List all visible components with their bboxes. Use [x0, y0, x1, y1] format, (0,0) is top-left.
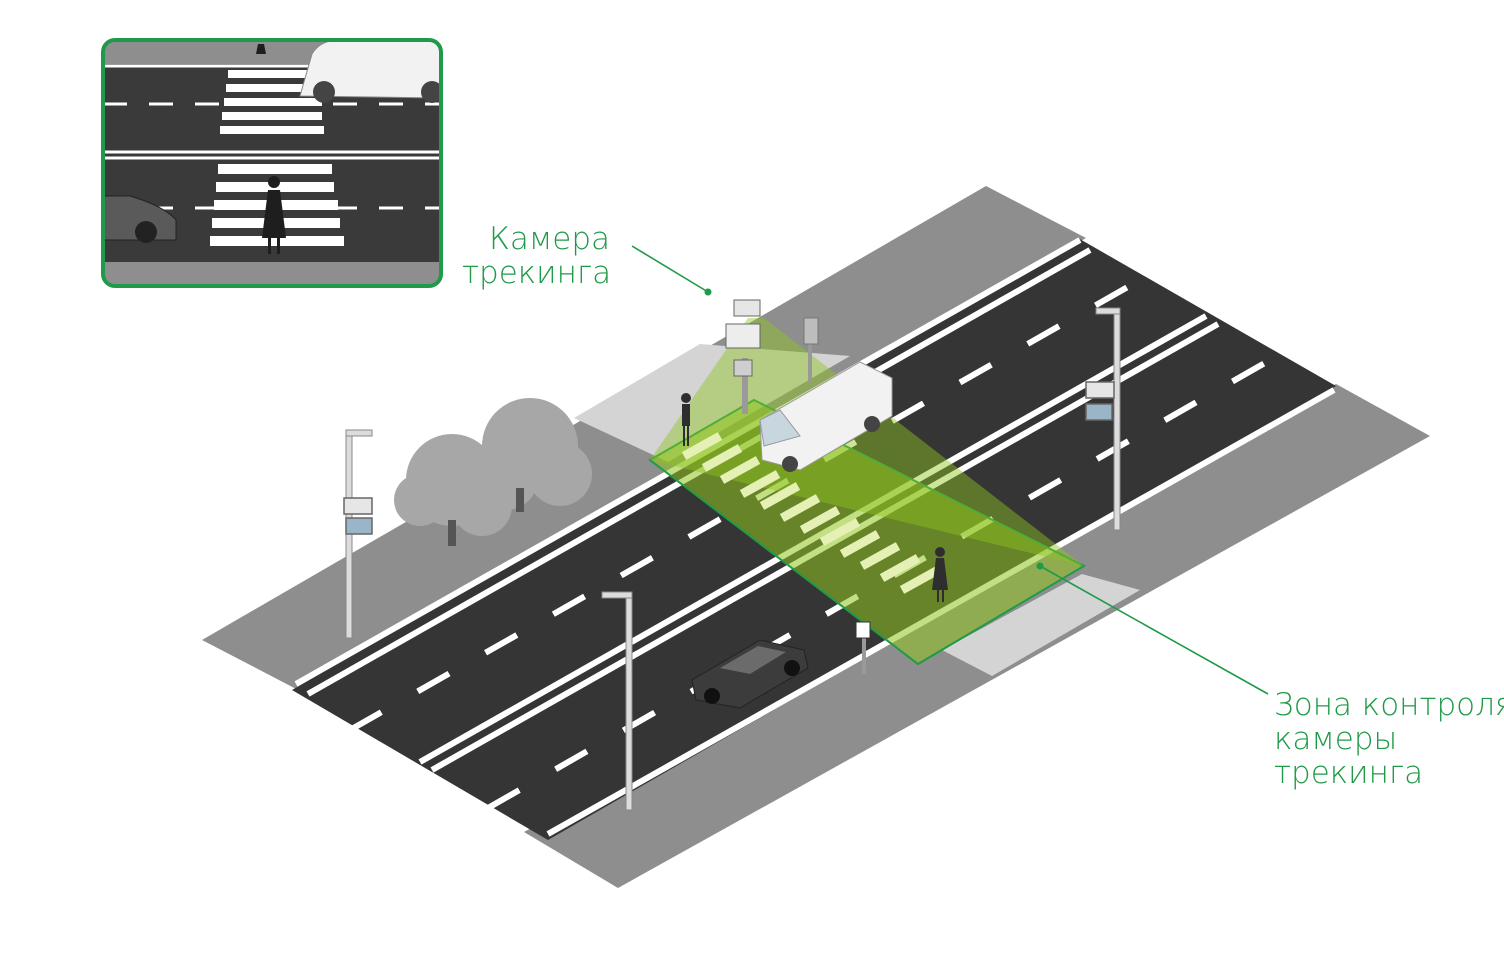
tracking-camera-icon — [725, 299, 761, 414]
van-icon — [759, 361, 893, 472]
camera-label-line: трекинга — [462, 255, 612, 291]
inset-car-icon — [103, 195, 177, 243]
camera-icon — [343, 381, 1115, 535]
camera-label-line: Камера — [488, 221, 610, 257]
camera-view-cone — [650, 318, 1084, 566]
street-scene — [202, 186, 1430, 888]
zone-label: Зона контроля камеры трекинга — [1274, 688, 1504, 790]
inset-van-icon — [299, 40, 441, 103]
tree-icon — [394, 398, 592, 546]
road-sign-icon — [803, 317, 871, 674]
zone-label-line: Зона контроля — [1274, 687, 1504, 723]
camera-label: Камера трекинга — [462, 221, 612, 291]
zebra-crossing — [681, 432, 941, 594]
zone-label-line: камеры — [1274, 721, 1398, 757]
inset-pedestrian-icon — [256, 44, 286, 254]
crossing-sidewalk-far — [574, 344, 850, 462]
crossing-sidewalk-near — [942, 574, 1140, 676]
car-icon — [691, 639, 809, 709]
pedestrian-icon — [681, 393, 948, 602]
camera-view-inset — [101, 38, 443, 288]
zone-leader-dot — [1036, 562, 1044, 570]
inset-frame — [101, 38, 443, 288]
tracking-zone — [648, 398, 1087, 666]
leader-lines — [631, 245, 1269, 695]
camera-leader-dot — [704, 288, 712, 296]
zone-label-line: трекинга — [1274, 755, 1424, 791]
